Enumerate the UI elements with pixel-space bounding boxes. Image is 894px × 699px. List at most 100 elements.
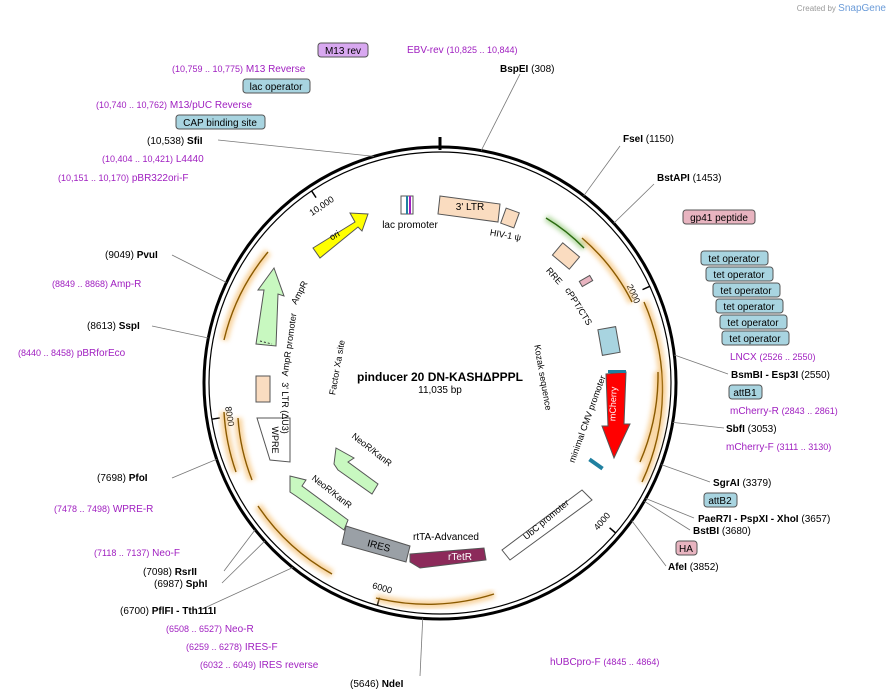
site-sphi-label: (6987) SphI bbox=[154, 579, 208, 590]
ltr-3prime-feature bbox=[437, 195, 501, 223]
neor-feature-1 bbox=[333, 447, 379, 495]
svg-text:tet operator: tet operator bbox=[708, 254, 760, 265]
neor-label-1: NeoR/KanR bbox=[350, 431, 394, 469]
orange-arc-2-line bbox=[641, 301, 664, 483]
wpre-feature bbox=[256, 417, 291, 463]
rre-label: RRE bbox=[544, 266, 564, 287]
ori-label: ori bbox=[328, 229, 342, 243]
scale-tick bbox=[642, 285, 651, 291]
box-tet-operator-6: tet operator bbox=[721, 330, 790, 346]
site-sfi-label: (10,538) SfiI bbox=[147, 136, 203, 147]
primer-m13-puc-reverse: (10,740 .. 10,762) M13/pUC Reverse bbox=[96, 100, 253, 111]
site-leader-line bbox=[199, 567, 294, 611]
site-leader-line bbox=[221, 540, 266, 584]
ampr-feature bbox=[255, 266, 285, 347]
site-sgrai-label: SgrAI (3379) bbox=[713, 478, 771, 489]
svg-text:M13 rev: M13 rev bbox=[325, 46, 361, 57]
ampr-label: AmpR bbox=[289, 279, 310, 306]
svg-text:tet operator: tet operator bbox=[727, 318, 779, 329]
primer-neo-r: (6508 .. 6527) Neo-R bbox=[166, 624, 254, 635]
primer-l4440: (10,404 .. 10,421) L4440 bbox=[102, 154, 204, 165]
ubc-promoter-feature bbox=[501, 489, 593, 561]
lac-promoter-label: lac promoter bbox=[382, 220, 438, 231]
svg-text:attB2: attB2 bbox=[708, 496, 732, 507]
site-rsrii-label: (7098) RsrII bbox=[143, 567, 197, 578]
mcherry-feature bbox=[601, 371, 631, 460]
cppt-label: cPPT/CTS bbox=[563, 286, 594, 327]
box-tet-operator-3: tet operator bbox=[712, 282, 781, 298]
cppt-feature bbox=[578, 274, 594, 288]
green-arc-line bbox=[545, 217, 585, 249]
site-leader-line bbox=[171, 458, 217, 479]
site-bstapi-label: BstAPI (1453) bbox=[657, 173, 721, 184]
ires-feature bbox=[341, 525, 411, 563]
box-attb2: attB2 bbox=[703, 492, 738, 508]
box-ha: HA bbox=[675, 540, 698, 556]
hiv-psi-feature bbox=[500, 207, 520, 229]
site-leader-line bbox=[672, 421, 725, 429]
box-gp41: gp41 peptide bbox=[682, 209, 756, 225]
primer-pbrforeco: (8440 .. 8458) pBRforEco bbox=[18, 348, 126, 359]
site-leader-line bbox=[644, 500, 691, 531]
site-leader-line bbox=[419, 618, 424, 677]
site-leader-line bbox=[217, 139, 375, 157]
box-tet-operator-2: tet operator bbox=[705, 266, 774, 282]
mcherry-label: mCherry bbox=[607, 386, 618, 421]
lac-operator-strip bbox=[406, 196, 408, 214]
site-leader-line bbox=[583, 145, 621, 197]
neor-feature-2 bbox=[289, 475, 349, 531]
orange-arc-7 bbox=[254, 503, 334, 578]
site-pflfi-label: (6700) PflFI - Tth111I bbox=[120, 606, 216, 617]
site-bstbi-label: BstBI (3680) bbox=[693, 526, 751, 537]
orange-arc-6 bbox=[234, 417, 256, 482]
primer-neo-f: (7118 .. 7137) Neo-F bbox=[94, 548, 180, 559]
orange-arc-1-line bbox=[581, 237, 633, 303]
scale-tick bbox=[310, 190, 317, 199]
kozak-marker bbox=[608, 370, 626, 373]
m13-strip bbox=[409, 196, 411, 214]
scale-tick-label: 6000 bbox=[371, 580, 393, 595]
site-pfoi-label: (7698) PfoI bbox=[97, 473, 148, 484]
orange-arc-8-line bbox=[375, 593, 495, 605]
factor-xa-label: Factor Xa site bbox=[327, 339, 346, 395]
svg-text:tet operator: tet operator bbox=[720, 286, 772, 297]
svg-text:tet operator: tet operator bbox=[729, 334, 781, 345]
box-attb1: attB1 bbox=[728, 384, 763, 400]
primer-ires-reverse: (6032 .. 6049) IRES reverse bbox=[200, 660, 319, 671]
ori-feature bbox=[312, 212, 369, 259]
kozak-label: Kozak sequence bbox=[532, 344, 553, 411]
orange-arc-4-line bbox=[223, 251, 269, 341]
svg-text:HA: HA bbox=[679, 544, 693, 555]
site-xhoi-label: PaeR7I - PspXI - XhoI (3657) bbox=[698, 514, 830, 525]
site-sbfi-label: SbfI (3053) bbox=[726, 424, 777, 435]
svg-text:gp41 peptide: gp41 peptide bbox=[690, 213, 748, 224]
backbone-inner bbox=[208, 151, 672, 615]
orange-arc-5-line bbox=[223, 411, 237, 473]
box-lac-operator: lac operator bbox=[242, 78, 311, 94]
tet-operator-block bbox=[597, 326, 621, 356]
plasmid-name: pinducer 20 DN-KASHΔPPPL bbox=[357, 370, 523, 384]
attb2-feature bbox=[588, 457, 604, 471]
primer-ires-f: (6259 .. 6278) IRES-F bbox=[186, 642, 278, 653]
box-cap-binding: CAP binding site bbox=[175, 114, 266, 130]
site-leader-line bbox=[631, 520, 667, 567]
site-leader-line bbox=[151, 325, 209, 339]
primer-pbr322ori-f: (10,151 .. 10,170) pBR322ori-F bbox=[58, 173, 189, 184]
box-tet-operator-5: tet operator bbox=[719, 314, 788, 330]
ltr-du3-feature bbox=[255, 375, 271, 403]
primer-mcherry-r: mCherry-R (2843 .. 2861) bbox=[730, 406, 838, 417]
svg-text:CAP binding site: CAP binding site bbox=[183, 118, 257, 129]
box-tet-operator-1: tet operator bbox=[700, 250, 769, 266]
svg-text:attB1: attB1 bbox=[733, 388, 757, 399]
site-leader-line bbox=[645, 498, 695, 519]
rtetr-label: rTetR bbox=[448, 552, 472, 563]
svg-text:tet operator: tet operator bbox=[713, 270, 765, 281]
site-afei-label: AfeI (3852) bbox=[668, 562, 719, 573]
site-ndei-label: (5646) NdeI bbox=[350, 679, 404, 690]
rre-feature bbox=[551, 242, 581, 270]
site-leader-line bbox=[171, 254, 227, 283]
hiv-psi-label: HIV-1 ψ bbox=[489, 227, 522, 242]
orange-arc-1 bbox=[579, 234, 636, 304]
snapgene-brand: Created by SnapGene bbox=[796, 3, 886, 14]
